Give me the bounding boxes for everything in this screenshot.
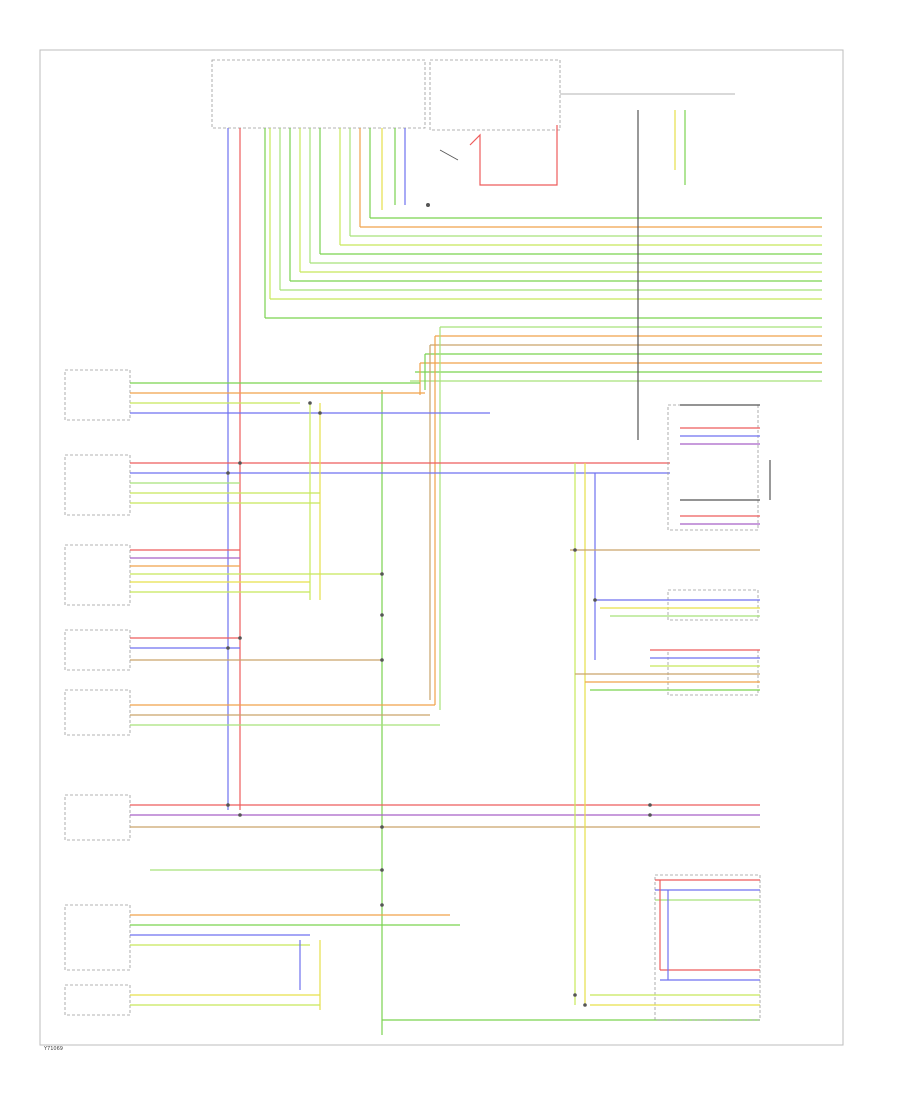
left-module-5 bbox=[64, 689, 131, 736]
right-module-1 bbox=[667, 404, 759, 531]
left-module-1 bbox=[64, 369, 131, 421]
left-module-2 bbox=[64, 454, 131, 516]
top-modules bbox=[211, 59, 735, 131]
right-bus-lines bbox=[265, 217, 822, 382]
right-module-2 bbox=[667, 589, 759, 621]
diagram-frame bbox=[39, 49, 844, 1046]
figure-code: Y71069 bbox=[43, 1046, 63, 1052]
left-module-8 bbox=[64, 984, 131, 1016]
left-modules bbox=[64, 369, 131, 1016]
left-module-7 bbox=[64, 904, 131, 971]
right-modules bbox=[654, 404, 761, 1021]
relay-loop bbox=[426, 125, 558, 207]
vertical-trunks bbox=[227, 110, 686, 1035]
right-module-wires bbox=[570, 404, 771, 1006]
right-module-3 bbox=[667, 649, 759, 696]
junction-box-top bbox=[211, 59, 426, 129]
splice-points bbox=[226, 401, 652, 1007]
fuse-box-top bbox=[429, 59, 561, 131]
left-module-4 bbox=[64, 629, 131, 671]
left-module-6 bbox=[64, 794, 131, 841]
right-module-4 bbox=[654, 874, 761, 1021]
can-bus-verticals bbox=[299, 403, 596, 1010]
left-module-wires bbox=[130, 382, 760, 1021]
ground-symbol-top bbox=[426, 203, 430, 207]
left-module-3 bbox=[64, 544, 131, 606]
